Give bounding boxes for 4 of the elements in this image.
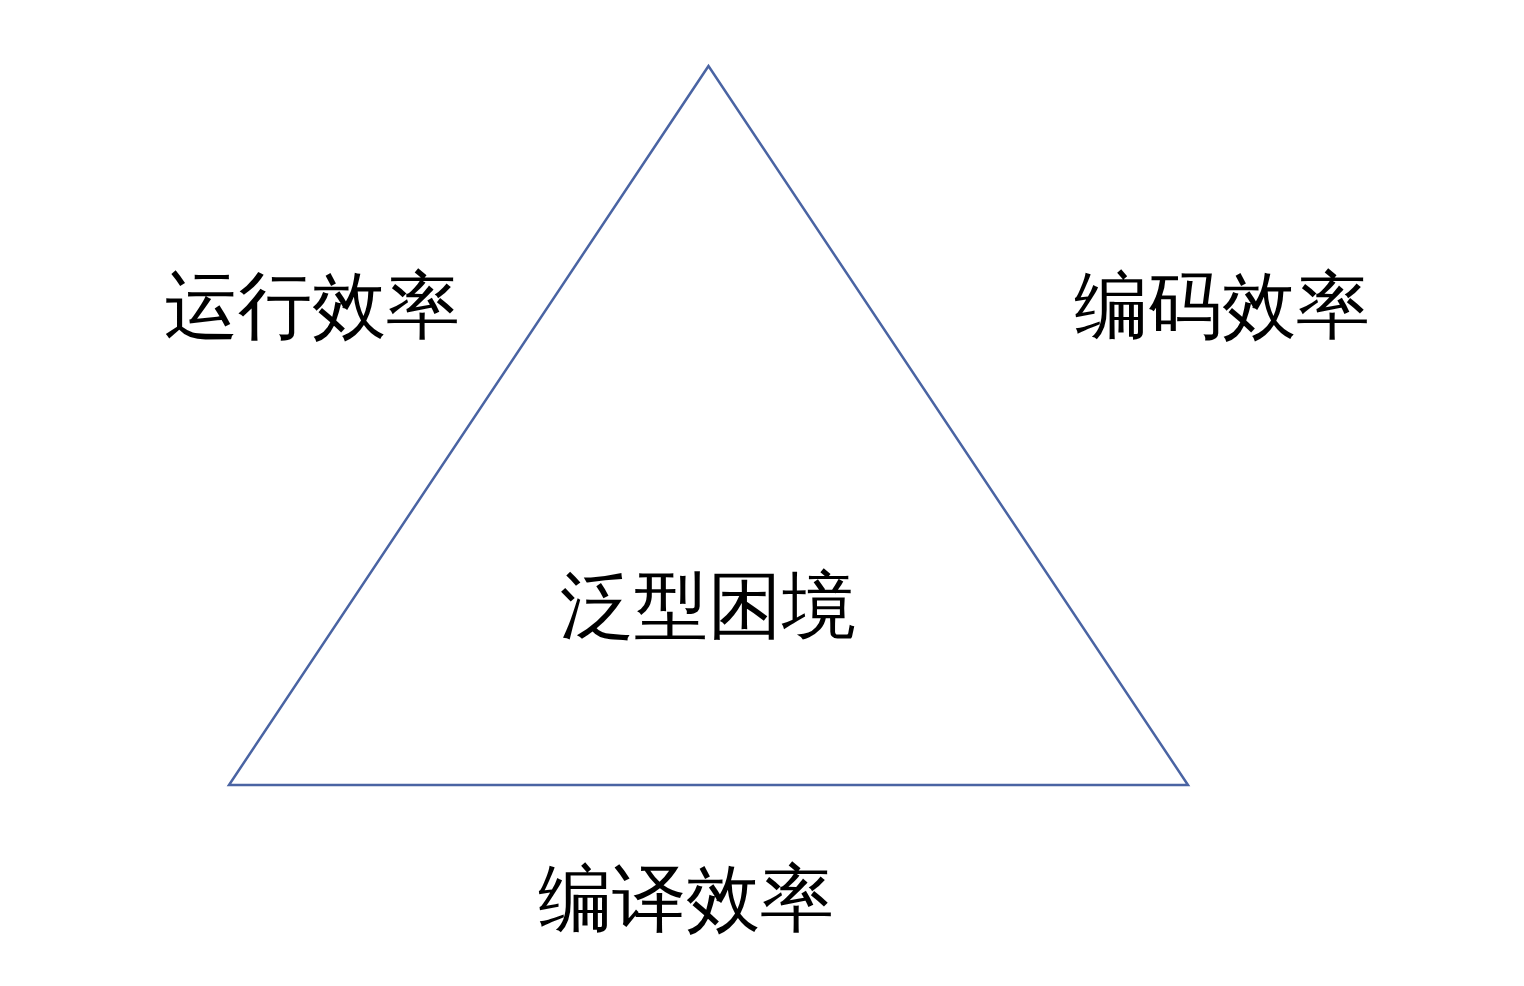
center-label: 泛型困境 [560,568,856,642]
side-label: 编码效率 [1074,268,1370,342]
side-label: 编译效率 [538,861,834,935]
side-label: 运行效率 [164,268,460,342]
